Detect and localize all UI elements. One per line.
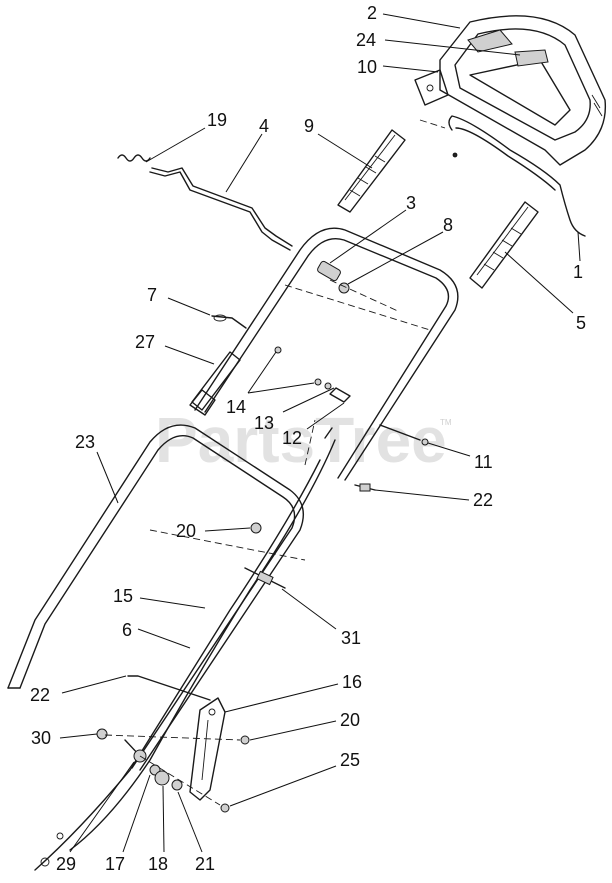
clip-part-9: [337, 129, 406, 213]
control-rod: [149, 167, 293, 251]
upper-hardware: [274, 346, 429, 492]
callout-16: 16: [342, 672, 362, 692]
callout-25: 25: [340, 750, 360, 770]
callout-30: 30: [31, 728, 51, 748]
lower-handle: [7, 424, 306, 771]
callout-9: 9: [304, 116, 314, 136]
callout-13: 13: [254, 413, 274, 433]
cables: [34, 439, 336, 871]
clip-part-5: [469, 201, 539, 289]
callout-31: 31: [341, 628, 361, 648]
lower-hardware: [40, 675, 250, 867]
callout-20-upper: 20: [176, 521, 196, 541]
watermark-trademark: TM: [440, 418, 452, 427]
callout-12: 12: [282, 428, 302, 448]
callout-1: 1: [573, 262, 583, 282]
cable-tie: [211, 314, 247, 329]
callout-10: 10: [357, 57, 377, 77]
callout-21: 21: [195, 854, 215, 874]
callout-5: 5: [576, 313, 586, 333]
callout-7: 7: [147, 285, 157, 305]
callout-3: 3: [406, 193, 416, 213]
bail-cable: [419, 115, 586, 237]
callout-14: 14: [226, 397, 246, 417]
callout-19: 19: [207, 110, 227, 130]
callout-4: 4: [259, 116, 269, 136]
callout-18: 18: [148, 854, 168, 874]
leader-lines: [59, 13, 581, 853]
callout-27: 27: [135, 332, 155, 352]
callout-22-lower: 22: [30, 685, 50, 705]
watermark-text: PartsTree: [155, 404, 447, 476]
callout-2: 2: [367, 3, 377, 23]
callout-23: 23: [75, 432, 95, 452]
callout-17: 17: [105, 854, 125, 874]
callout-6: 6: [122, 620, 132, 640]
callout-15: 15: [113, 586, 133, 606]
callout-8: 8: [443, 215, 453, 235]
spring: [117, 154, 151, 162]
callout-20-lower: 20: [340, 710, 360, 730]
callout-labels: 2 24 10 19 4 9 3 8 1 5 7 27 14 13 12 11 …: [30, 3, 586, 874]
callout-29: 29: [56, 854, 76, 874]
sleeve-part-27: [191, 351, 241, 411]
adjustment-bracket: [189, 697, 226, 801]
upper-handle: [189, 227, 459, 481]
callout-22-upper: 22: [473, 490, 493, 510]
callout-24: 24: [356, 30, 376, 50]
bushing-and-nut: [317, 260, 350, 294]
control-bail-housing: [414, 15, 607, 166]
callout-11: 11: [474, 452, 493, 472]
